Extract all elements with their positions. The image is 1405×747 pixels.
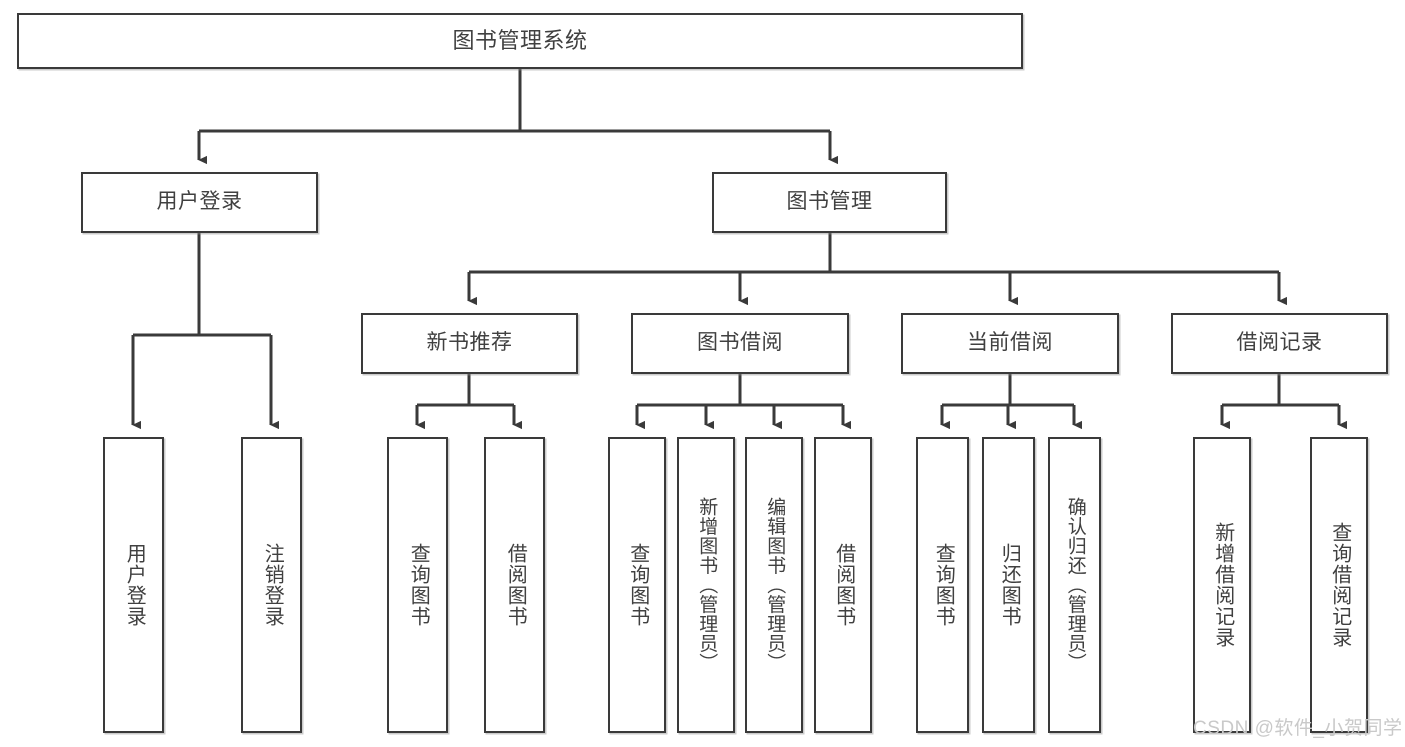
node-label: 新书推荐 <box>426 331 513 355</box>
node-label: 新增借阅记录 <box>1211 522 1234 648</box>
leaf-query-book-current[interactable]: 查询图书 <box>916 437 969 733</box>
leaf-borrow-book[interactable]: 借阅图书 <box>814 437 872 733</box>
node-label: 借阅图书 <box>504 543 527 627</box>
node-label: 用户登录 <box>156 190 243 214</box>
node-user-login[interactable]: 用户登录 <box>81 172 318 233</box>
leaf-edit-book-admin[interactable]: 编辑图书（管理员） <box>745 437 803 733</box>
leaf-confirm-return-admin[interactable]: 确认归还（管理员） <box>1048 437 1101 733</box>
node-label: 查询图书 <box>407 543 430 627</box>
node-label: 借阅图书 <box>832 543 855 627</box>
leaf-add-book-admin[interactable]: 新增图书（管理员） <box>677 437 735 733</box>
leaf-user-login[interactable]: 用户登录 <box>103 437 164 733</box>
node-label: 当前借阅 <box>967 331 1053 355</box>
node-label: 用户登录 <box>123 543 146 627</box>
node-book-borrow[interactable]: 图书借阅 <box>631 313 849 374</box>
node-label: 确认归还（管理员） <box>1064 497 1086 673</box>
node-label: 查询图书 <box>932 543 955 627</box>
node-book-management[interactable]: 图书管理 <box>712 172 947 233</box>
leaf-borrow-book-recommend[interactable]: 借阅图书 <box>484 437 545 733</box>
node-root-system[interactable]: 图书管理系统 <box>17 13 1023 69</box>
leaf-add-borrow-record[interactable]: 新增借阅记录 <box>1193 437 1251 733</box>
leaf-query-book-recommend[interactable]: 查询图书 <box>387 437 448 733</box>
node-label: 查询借阅记录 <box>1328 522 1351 648</box>
leaf-query-borrow-record[interactable]: 查询借阅记录 <box>1310 437 1368 733</box>
node-current-borrow[interactable]: 当前借阅 <box>901 313 1119 374</box>
node-label: 编辑图书（管理员） <box>764 497 786 673</box>
node-label: 图书管理系统 <box>452 28 588 54</box>
leaf-return-book[interactable]: 归还图书 <box>982 437 1035 733</box>
node-label: 图书管理 <box>786 190 873 214</box>
node-label: 新增图书（管理员） <box>696 497 718 673</box>
node-label: 借阅记录 <box>1236 331 1323 355</box>
node-new-book-recommend[interactable]: 新书推荐 <box>361 313 578 374</box>
leaf-query-book-borrow[interactable]: 查询图书 <box>608 437 666 733</box>
node-label: 归还图书 <box>998 543 1021 627</box>
node-label: 注销登录 <box>261 543 284 627</box>
node-label: 图书借阅 <box>697 331 783 355</box>
csdn-watermark: CSDN @软件_小贺同学 <box>1193 718 1403 739</box>
leaf-logout[interactable]: 注销登录 <box>241 437 302 733</box>
node-label: 查询图书 <box>626 543 649 627</box>
node-borrow-record[interactable]: 借阅记录 <box>1171 313 1388 374</box>
